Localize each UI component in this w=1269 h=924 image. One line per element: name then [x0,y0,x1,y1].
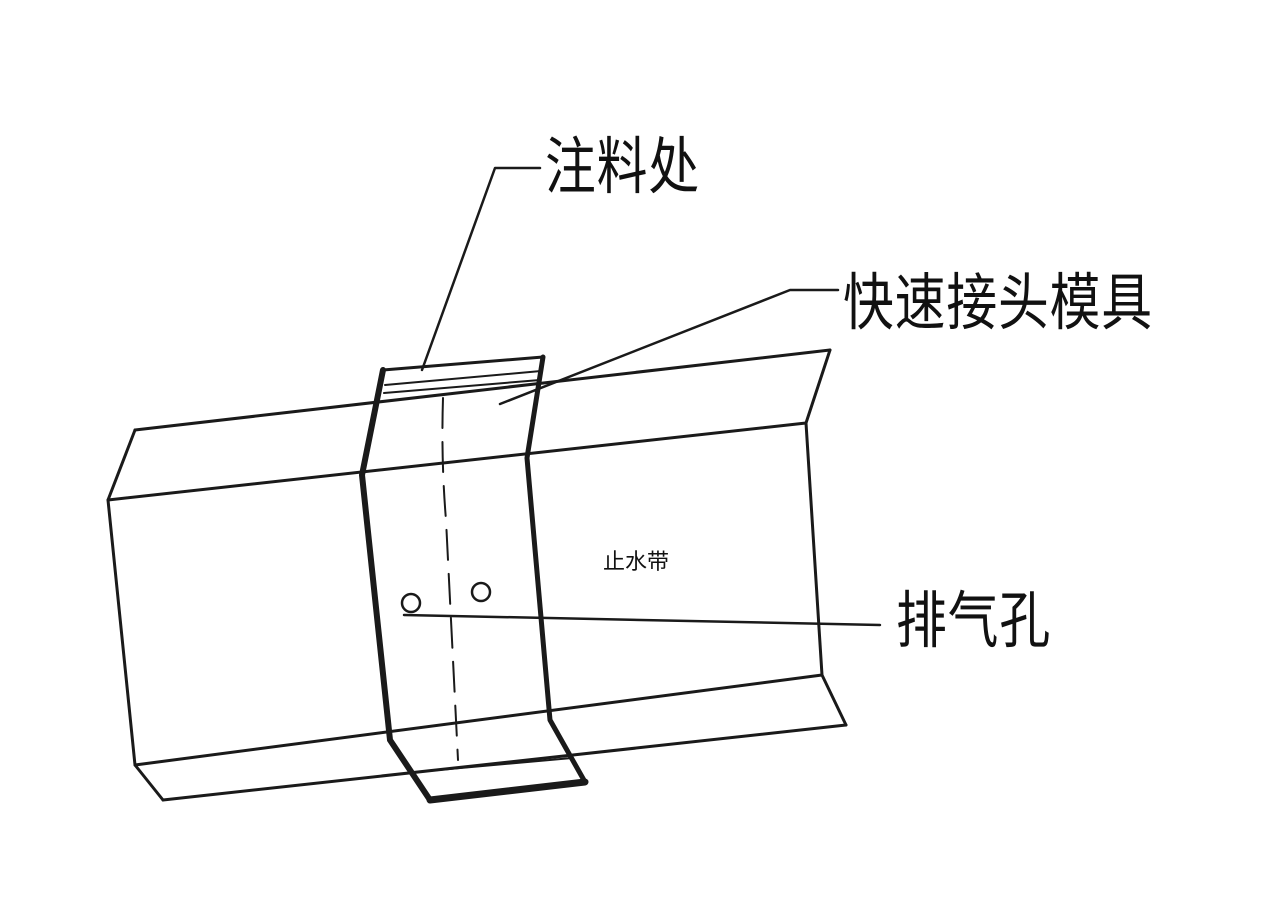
label-pour-point: 注料处 [545,130,700,203]
leader-vent-hole [402,613,882,627]
mold-center-seam [441,397,459,761]
label-waterstop: 止水带 [603,550,670,575]
waterstop-band [106,348,848,802]
band-bottom-back-edge [133,673,824,767]
label-vent-hole: 排气孔 [896,584,1051,657]
mold-top-rail-2 [383,379,541,394]
quick-joint-mold [359,354,589,804]
vent-hole-left [400,592,422,614]
mold-top-edge [381,355,545,372]
mold-top-rail-1 [384,370,542,386]
mold-bottom-edge [426,778,589,804]
leader-lines [402,166,882,627]
vent-hole-right [470,581,492,603]
leader-pour-point [420,166,542,372]
band-top-back-edge [133,348,832,432]
mold-inner-bottom [415,757,573,773]
label-quick-joint-mold: 快速接头模具 [843,266,1153,339]
leader-quick-joint-mold [498,288,840,406]
band-right-end [804,348,848,727]
band-bottom-front-edge [161,723,848,802]
mold-right-side [524,354,588,785]
band-top-front-edge [106,421,808,502]
band-left-end [106,428,165,802]
mold-left-side [359,367,433,803]
